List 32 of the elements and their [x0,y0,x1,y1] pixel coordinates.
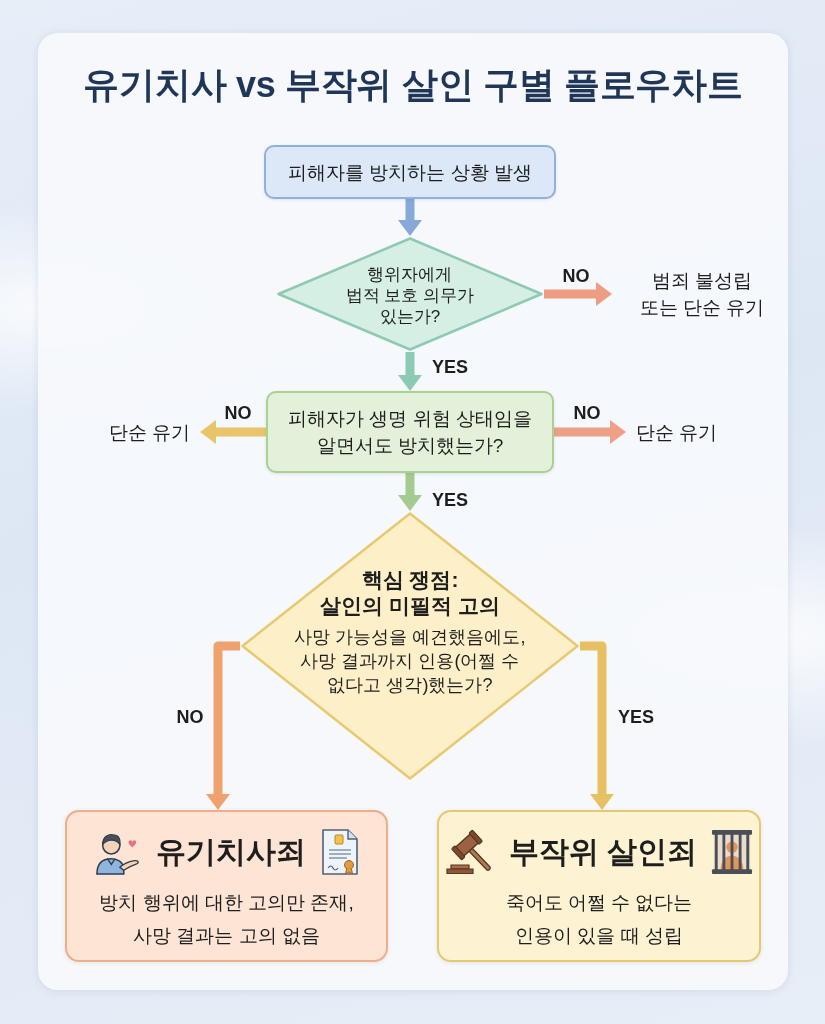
arrow [580,641,614,810]
process-label: 피해자가 생명 위험 상태임을 알면서도 방치했는가? [287,407,533,458]
arrow [200,420,266,444]
process-box [264,145,556,199]
result-heading: 유기치사죄 [155,834,306,870]
decision-heading: 핵심 쟁점: 살인의 미필적 고의 [320,568,500,617]
edge-label: NO [573,402,601,424]
arrow [398,473,422,511]
process-label: 피해자를 방치하는 상황 발생 [288,160,532,185]
edge-label: NO [176,706,204,728]
arrow [206,641,240,810]
decision-question: 사망 가능성을 예견했음에도, 사망 결과까지 인용(어쩔 수 없다고 생각)했는가? [294,627,526,695]
outcome-text: 단순 유기 [108,421,190,443]
edge-label: YES [432,489,468,511]
result-heading: 부작위 살인죄 [508,834,698,870]
arrow [398,352,422,391]
result-card [437,810,761,962]
edge-label: NO [562,265,590,287]
arrow [554,420,626,444]
arrow [398,199,422,236]
result-description: 방치 행위에 대한 고의만 존재, 사망 결과는 고의 없음 [99,892,354,946]
diagram-title: 유기치사 vs 부작위 살인 구별 플로우차트 [83,64,743,105]
edge-label: YES [618,706,654,728]
result-card [65,810,388,962]
result-description: 죽어도 어쩔 수 없다는 인용이 있을 때 성립 [505,892,693,946]
outcome-text: 단순 유기 [636,421,718,443]
decision-question: 행위자에게 법적 보호 의무가 있는가? [345,265,475,326]
edge-label: NO [224,402,252,424]
outcome-text: 범죄 불성립 또는 단순 유기 [639,270,765,318]
edge-label: YES [432,356,468,378]
arrow [544,282,612,306]
process-box [266,391,554,473]
